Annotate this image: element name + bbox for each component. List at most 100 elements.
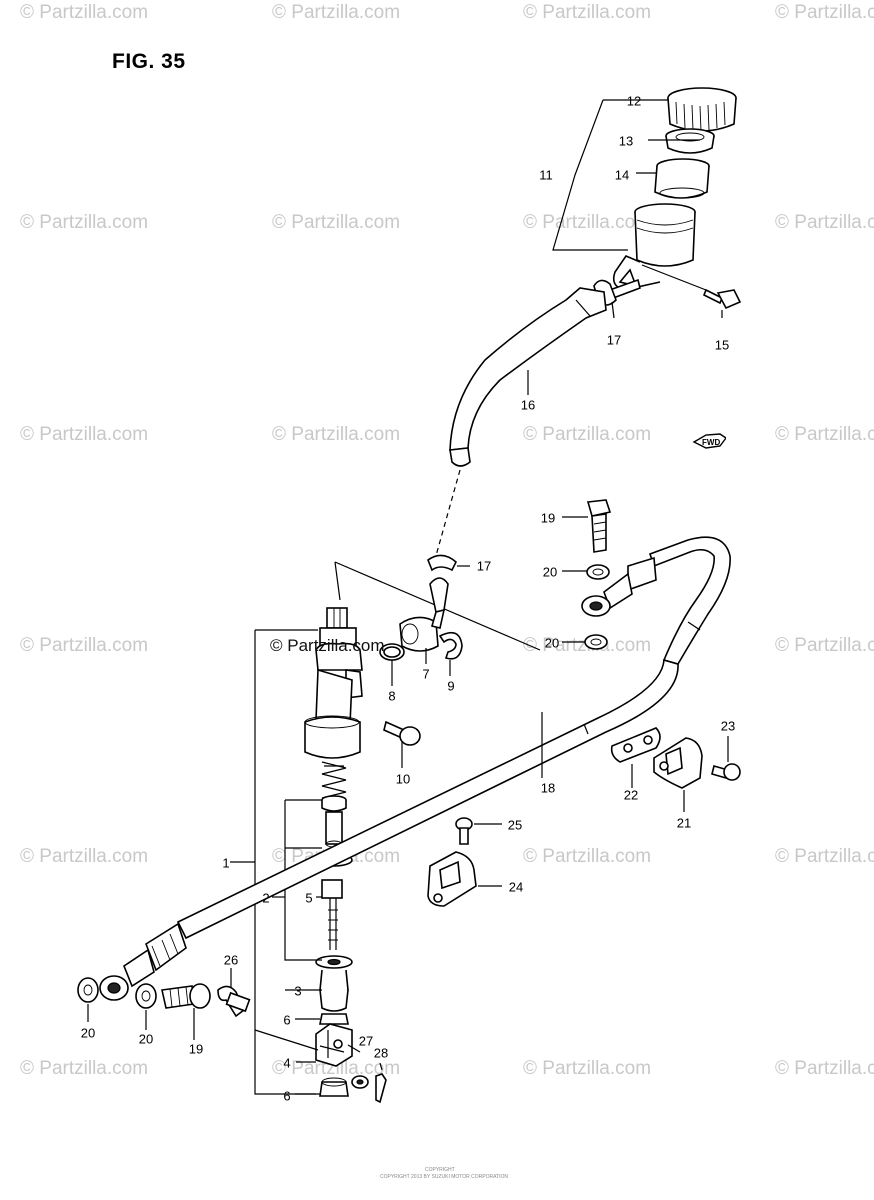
hose-end-lower-banjo <box>99 922 187 1001</box>
bracket-21 <box>653 737 703 789</box>
watermark: © Partzilla.com <box>272 424 401 445</box>
screw-23 <box>711 763 741 781</box>
hose-clamp-17-lower <box>427 554 457 572</box>
copyright-heading: COPYRIGHT <box>425 1167 455 1173</box>
watermark: © Partzilla.com <box>20 635 149 656</box>
reservoir-cap-12 <box>667 87 737 132</box>
leader-15b <box>641 264 707 291</box>
callout-18: 18 <box>540 780 556 796</box>
callout-21: 21 <box>676 815 692 831</box>
callout-28: 28 <box>373 1045 389 1061</box>
watermark: © Partzilla.com <box>775 424 874 445</box>
callout-11: 11 <box>539 167 553 183</box>
bracket-2 <box>284 800 322 961</box>
callout-20-lower-a: 20 <box>80 1025 96 1041</box>
washer-20-lower-a <box>77 977 99 1003</box>
washer-20-lower-b <box>135 983 157 1009</box>
callout-7: 7 <box>422 666 430 682</box>
boot-3 <box>315 955 353 1012</box>
forward-arrow-icon: FWD <box>692 433 726 449</box>
callout-3: 3 <box>294 983 302 999</box>
callout-20-lower-b: 20 <box>138 1031 154 1047</box>
figure-title: FIG. 35 <box>112 50 186 73</box>
callout-25: 25 <box>507 817 523 833</box>
copyright-notice: COPYRIGHT 2013 BY SUZUKI MOTOR CORPORATI… <box>380 1174 508 1180</box>
callout-20-upper-b: 20 <box>544 635 560 651</box>
diaphragm-14 <box>654 158 710 199</box>
return-spring <box>321 761 347 799</box>
callout-12: 12 <box>626 93 642 109</box>
callout-1: 1 <box>222 855 230 871</box>
watermark: © Partzilla.com <box>523 2 652 23</box>
callout-14: 14 <box>614 167 630 183</box>
push-rod-5 <box>321 879 343 950</box>
callout-17-lower: 17 <box>476 558 492 574</box>
callout-6-lower: 6 <box>283 1088 291 1104</box>
diaphragm-plate-13 <box>665 128 715 154</box>
nut-6-lower <box>319 1077 349 1097</box>
watermark: © Partzilla.com <box>20 1058 149 1079</box>
callout-24: 24 <box>508 879 524 895</box>
hose-end-upper-banjo <box>581 556 657 617</box>
watermark: © Partzilla.com <box>20 424 149 445</box>
watermark: © Partzilla.com <box>272 1058 401 1079</box>
reservoir-hose-16 <box>449 287 607 467</box>
hose-joint-7 <box>399 577 449 652</box>
forward-label: FWD <box>702 438 720 447</box>
washer-20-upper-a <box>586 564 610 580</box>
hose-centerline <box>431 469 461 571</box>
callout-13: 13 <box>618 133 634 149</box>
watermark: © Partzilla.com <box>523 1058 652 1079</box>
union-bolt-19-upper <box>586 499 612 553</box>
watermark: © Partzilla.com <box>272 2 401 23</box>
bolt-26 <box>217 985 251 1018</box>
callout-20-upper-a: 20 <box>542 564 558 580</box>
callout-17-upper: 17 <box>606 332 622 348</box>
nut-6-upper <box>319 1013 349 1025</box>
plate-22 <box>610 727 661 763</box>
watermark: © Partzilla.com <box>523 212 652 233</box>
clevis-4 <box>315 1023 353 1067</box>
leader-28 <box>379 1062 383 1071</box>
watermark: © Partzilla.com <box>523 424 652 445</box>
callout-26: 26 <box>223 952 239 968</box>
callout-16: 16 <box>520 397 536 413</box>
callout-15: 15 <box>714 337 730 353</box>
callout-6-upper: 6 <box>283 1012 291 1028</box>
union-bolt-19-lower <box>161 983 211 1009</box>
screw-10 <box>383 720 421 746</box>
circlip-9 <box>438 631 463 660</box>
cotter-pin-28 <box>375 1073 387 1104</box>
callout-23: 23 <box>720 718 736 734</box>
leader-27 <box>347 1044 361 1053</box>
watermark: © Partzilla.com <box>775 1058 874 1079</box>
watermark: © Partzilla.com <box>20 212 149 233</box>
bolt-15 <box>702 288 742 310</box>
callout-8: 8 <box>388 688 396 704</box>
callout-27: 27 <box>358 1033 374 1049</box>
bracket-24 <box>427 851 477 907</box>
piston <box>325 811 343 848</box>
callout-4: 4 <box>283 1055 291 1071</box>
bracket-11 <box>552 99 628 251</box>
callout-2: 2 <box>262 890 270 906</box>
watermark: © Partzilla.com <box>775 2 874 23</box>
leader-4b <box>254 1029 319 1051</box>
watermark: © Partzilla.com <box>775 212 874 233</box>
callout-10: 10 <box>395 771 411 787</box>
callout-9: 9 <box>447 678 455 694</box>
watermark: © Partzilla.com <box>523 846 652 867</box>
body-top-line <box>334 561 341 601</box>
watermark-overlay: © Partzilla.com <box>270 636 385 655</box>
reservoir-tank <box>612 203 696 291</box>
watermark: © Partzilla.com <box>775 635 874 656</box>
washer-20-upper-b <box>584 634 608 650</box>
washer-27 <box>351 1075 369 1089</box>
piston-cup <box>321 795 347 812</box>
master-cylinder-body <box>304 607 363 759</box>
brake-hose-18 <box>176 536 731 940</box>
callout-5: 5 <box>305 890 313 906</box>
watermark: © Partzilla.com <box>20 846 149 867</box>
